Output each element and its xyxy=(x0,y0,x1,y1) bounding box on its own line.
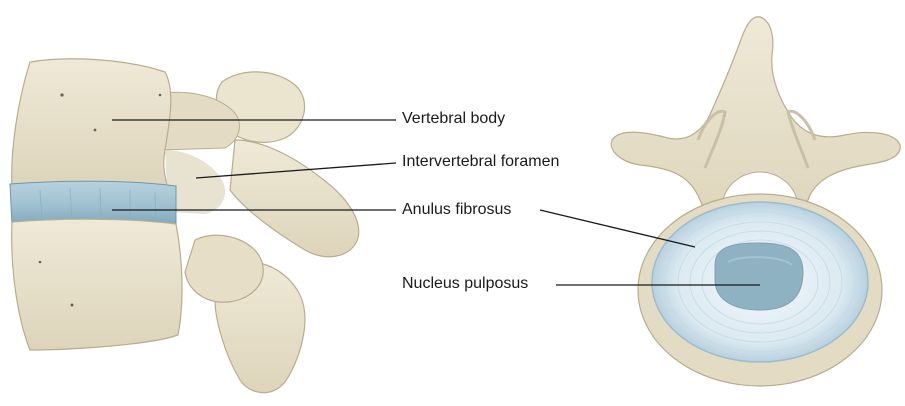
upper-vertebral-body xyxy=(12,59,171,188)
upper-spinous-process xyxy=(230,140,359,257)
superior-view-vertebra xyxy=(611,17,900,386)
lower-vertebral-body xyxy=(12,219,182,350)
nucleus-pulposus xyxy=(715,243,803,310)
label-intervertebral-foramen: Intervertebral foramen xyxy=(402,153,559,171)
lower-articular-process xyxy=(185,235,263,302)
lateral-view-spine xyxy=(10,59,359,393)
label-vertebral-body: Vertebral body xyxy=(402,110,505,128)
label-anulus-fibrosus: Anulus fibrosus xyxy=(402,201,511,219)
label-nucleus-pulposus: Nucleus pulposus xyxy=(402,275,528,293)
